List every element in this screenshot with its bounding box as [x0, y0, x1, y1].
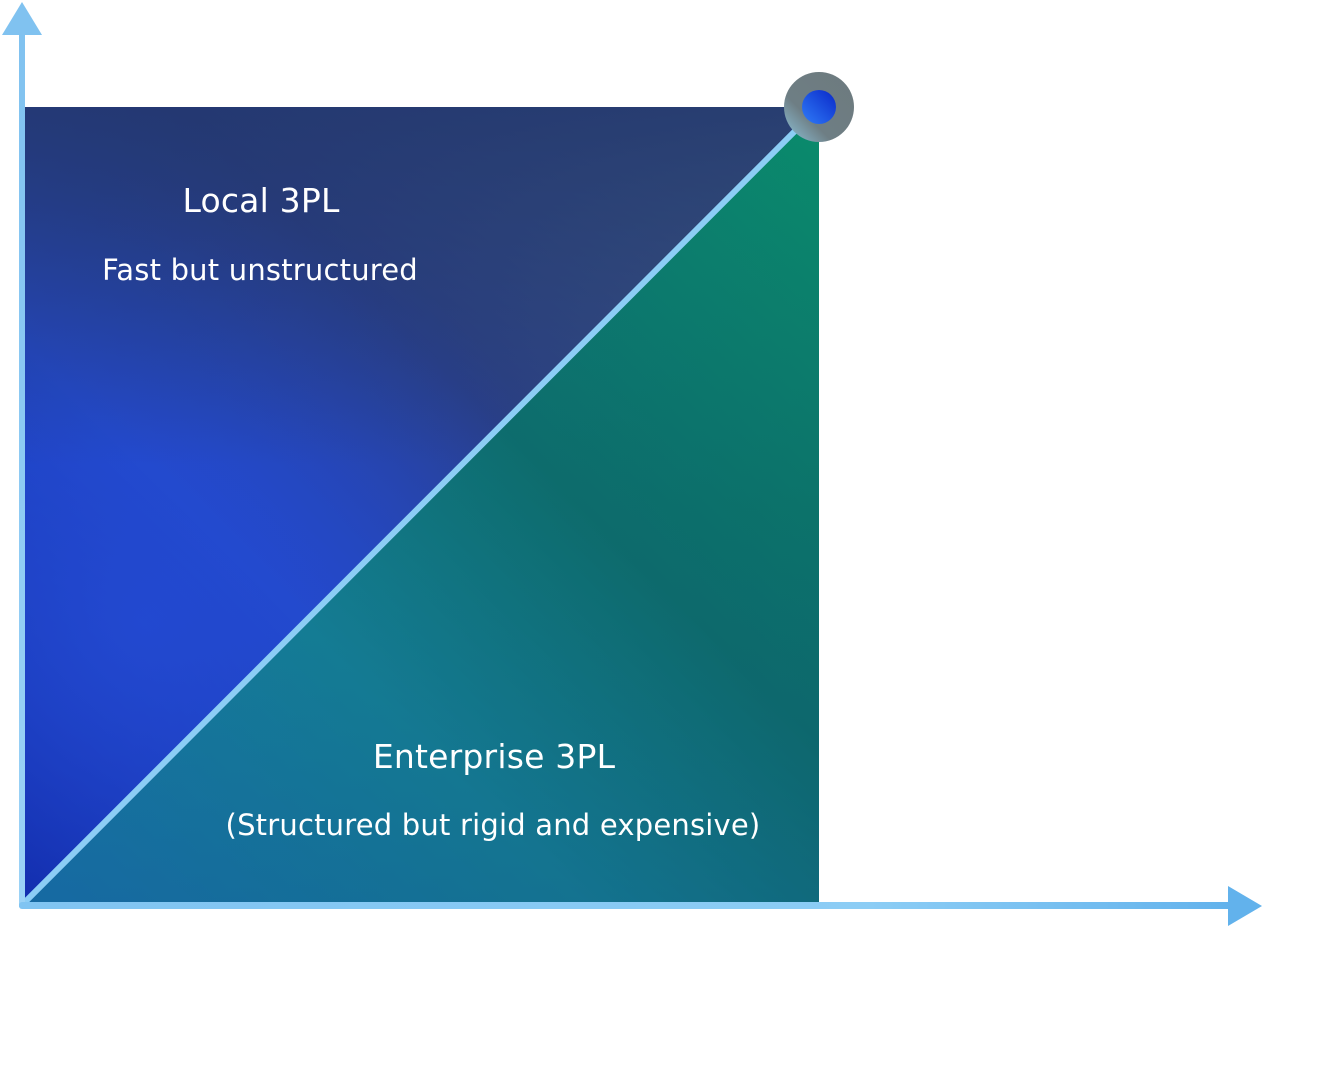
target-dot-icon — [784, 72, 854, 142]
diagonal-divider — [22, 111, 815, 905]
region-subtitle-local-3pl: Fast but unstructured — [102, 253, 418, 287]
y-axis — [2, 2, 42, 908]
region-title-enterprise-3pl: Enterprise 3PL — [372, 737, 616, 776]
region-title-local-3pl: Local 3PL — [182, 181, 340, 220]
y-axis-arrow-icon — [2, 2, 42, 35]
x-axis-arrow-icon — [1228, 886, 1262, 926]
x-axis — [19, 886, 1262, 926]
region-subtitle-enterprise-3pl: (Structured but rigid and expensive) — [225, 808, 761, 842]
